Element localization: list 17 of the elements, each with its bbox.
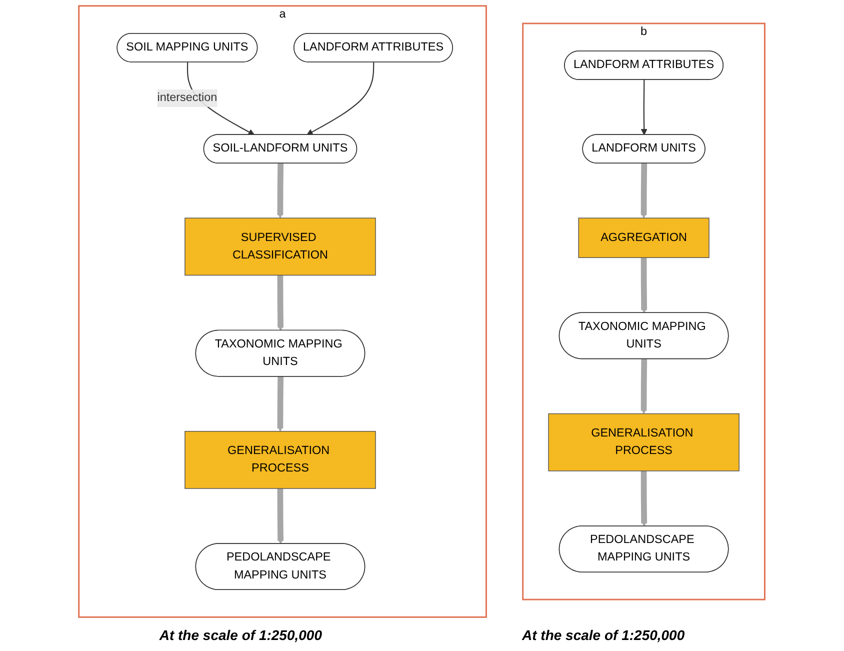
scale-note: At the scale of 1:250,000 — [522, 627, 685, 643]
arrow — [640, 163, 648, 218]
edge-label: intersection — [157, 92, 218, 104]
arrow — [278, 488, 284, 544]
node-box: GENERALISATION PROCESS — [184, 430, 376, 489]
arrow — [641, 470, 648, 527]
arrow — [641, 258, 648, 314]
arrow — [278, 275, 284, 331]
arrow — [277, 163, 284, 218]
arrow — [277, 376, 284, 432]
node-box: AGGREGATION — [578, 218, 710, 258]
node-box: GENERALISATION PROCESS — [548, 413, 740, 472]
node-box: SUPERVISED CLASSIFICATION — [184, 218, 376, 276]
arrow — [641, 80, 648, 136]
arrow — [640, 359, 648, 414]
scale-note: At the scale of 1:250,000 — [159, 627, 322, 643]
arrow — [306, 62, 374, 136]
